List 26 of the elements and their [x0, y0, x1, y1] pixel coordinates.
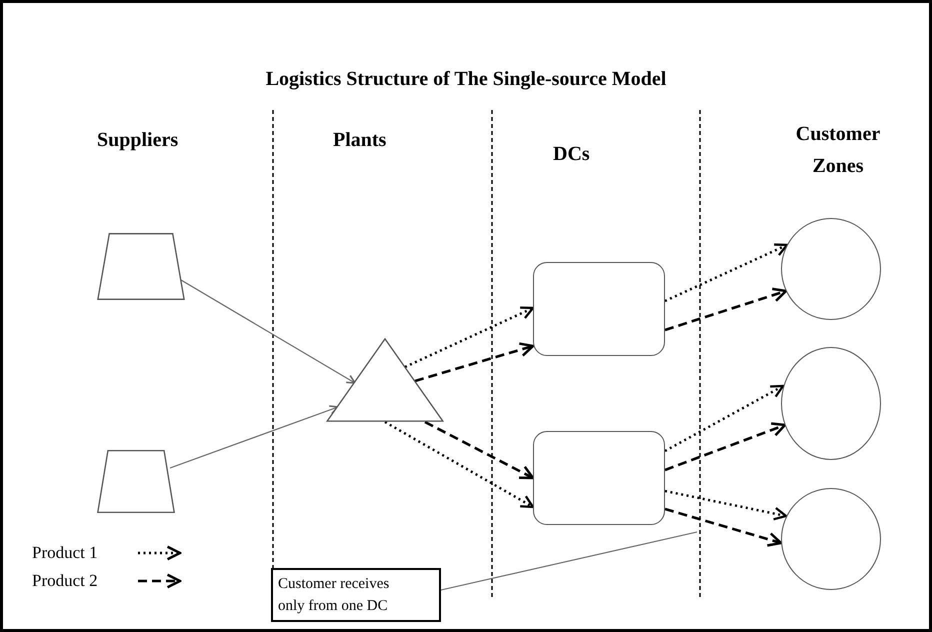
trapezoid-node — [97, 450, 175, 513]
dotted-arrow — [404, 306, 534, 368]
dashed-arrow — [664, 288, 788, 332]
triangle-node — [326, 338, 444, 422]
column-header: Customer Zones — [794, 122, 882, 179]
callout-box: Customer receives only from one DC — [271, 568, 441, 622]
column-header: Plants — [333, 128, 388, 153]
rounded-box — [533, 431, 665, 525]
dashed-arrow — [664, 508, 782, 547]
dotted-arrow — [384, 420, 534, 508]
dashed-arrow — [424, 420, 534, 480]
arrow — [170, 405, 339, 469]
dashed-arrow — [664, 422, 786, 472]
trapezoid-node — [97, 233, 185, 300]
rounded-box — [533, 262, 665, 356]
column-header: Suppliers — [97, 128, 180, 153]
legend-label: Product 2 — [32, 570, 98, 592]
dotted-arrow — [664, 384, 784, 452]
arrow — [180, 280, 356, 384]
dotted-arrow — [664, 243, 788, 302]
dashed-arrow — [414, 342, 534, 382]
legend-label: Product 1 — [32, 542, 98, 564]
dotted-arrow — [664, 490, 788, 520]
column-header: DCs — [553, 142, 591, 167]
leader-line — [440, 531, 698, 591]
diagram-title: Logistics Structure of The Single-source Model — [264, 67, 668, 92]
